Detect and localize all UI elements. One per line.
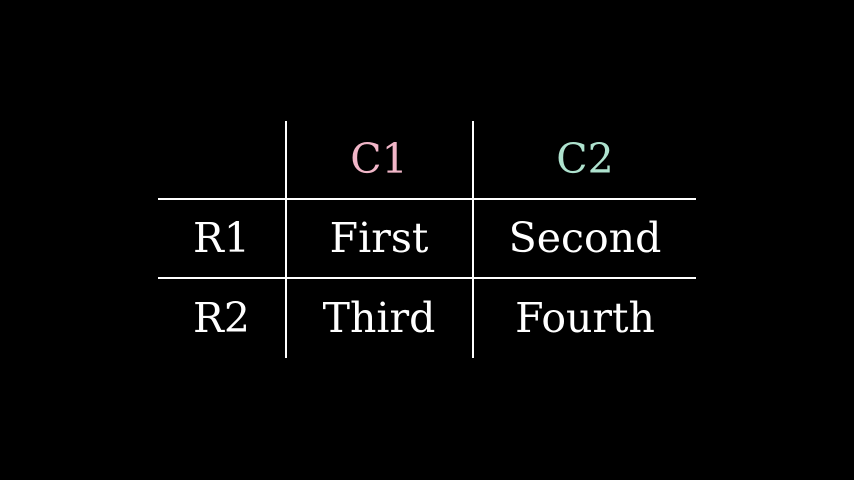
column-header-c1: C1 <box>350 135 408 183</box>
row-label-r2: R2 <box>193 294 250 342</box>
table-horizontal-line-1 <box>158 198 696 200</box>
table-cell-r1c1: First <box>329 214 429 262</box>
table-vertical-line-2 <box>472 121 474 358</box>
table-cell-r2c2: Fourth <box>515 294 655 342</box>
row-label-r1: R1 <box>193 214 250 262</box>
table-cell-r1c2: Second <box>508 214 662 262</box>
column-header-c2: C2 <box>556 135 614 183</box>
table-horizontal-line-2 <box>158 277 696 279</box>
table-vertical-line-1 <box>285 121 287 358</box>
table-cell-r2c1: Third <box>322 294 436 342</box>
